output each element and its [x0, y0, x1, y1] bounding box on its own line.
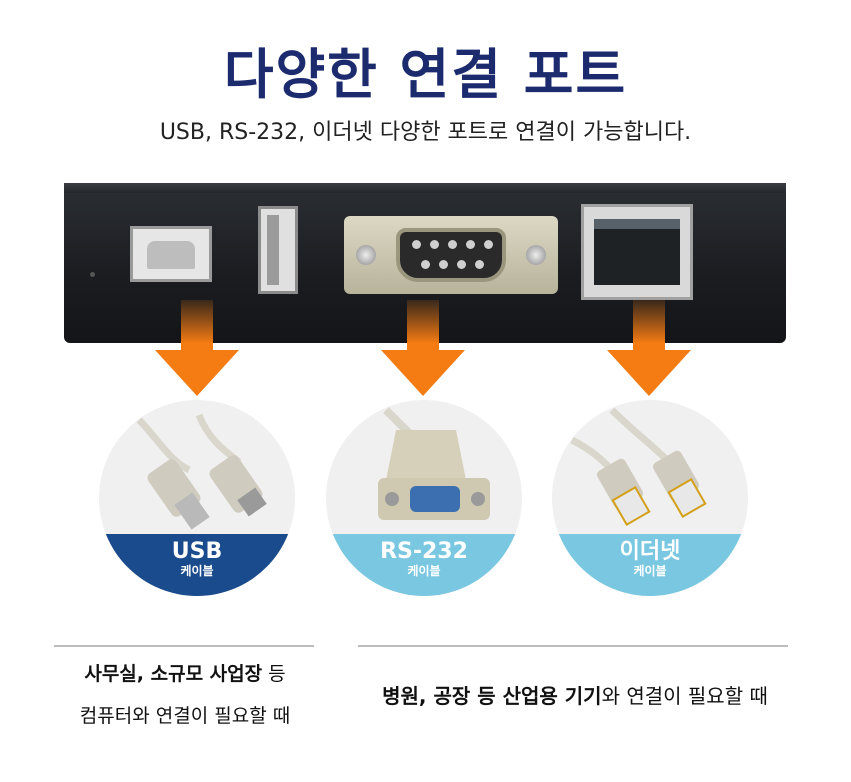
- panel-edge: [64, 183, 786, 193]
- ethernet-port: [581, 204, 693, 300]
- usb-cable-icon: [136, 413, 267, 530]
- rs232-connector: [396, 228, 506, 282]
- usb-cable-sub: 케이블: [180, 564, 214, 578]
- page-title: 다양한 연결 포트: [223, 43, 628, 106]
- rs232-cable-icon: [378, 407, 490, 520]
- rs232-screw-right: [526, 245, 546, 265]
- note-right: 병원, 공장 등 산업용 기기와 연결이 필요할 때: [350, 682, 800, 710]
- arrow-down-icon: [607, 300, 691, 396]
- note-left: 사무실, 소규모 사업장 등 컴퓨터와 연결이 필요할 때: [40, 660, 330, 730]
- rs232-screw-left: [356, 245, 376, 265]
- divider-right: [358, 645, 788, 647]
- usb-a-port: [258, 206, 298, 294]
- usb-cable-card: USB 케이블: [99, 400, 295, 596]
- ethernet-cable-name: 이더넷: [619, 539, 681, 564]
- rs232-port: [344, 216, 558, 294]
- note-right-bold: 병원, 공장 등 산업용 기기: [382, 684, 602, 708]
- ethernet-cable-icon: [570, 407, 707, 526]
- arrow-down-icon: [381, 300, 465, 396]
- rs232-cable-name: RS-232: [380, 539, 468, 564]
- ethernet-cable-card: 이더넷 케이블: [552, 400, 748, 596]
- usb-b-port: [130, 226, 212, 282]
- rs232-cable-label: RS-232 케이블: [326, 534, 522, 596]
- divider-left: [54, 645, 314, 647]
- rs232-cable-card: RS-232 케이블: [326, 400, 522, 596]
- ethernet-cable-sub: 케이블: [633, 564, 667, 578]
- note-left-bold: 사무실, 소규모 사업장: [84, 663, 263, 685]
- arrow-down-icon: [155, 300, 239, 396]
- note-left-line2: 컴퓨터와 연결이 필요할 때: [79, 705, 291, 727]
- rs232-cable-sub: 케이블: [407, 564, 441, 578]
- usb-cable-name: USB: [171, 539, 223, 564]
- page-subtitle: USB, RS-232, 이더넷 다양한 포트로 연결이 가능합니다.: [159, 120, 692, 145]
- note-left-rest: 등: [262, 663, 286, 685]
- indicator-dot: [90, 272, 95, 277]
- note-right-rest: 와 연결이 필요할 때: [601, 684, 768, 708]
- ethernet-cable-label: 이더넷 케이블: [552, 534, 748, 596]
- usb-cable-label: USB 케이블: [99, 534, 295, 596]
- note-left-line1: 사무실, 소규모 사업장 등: [40, 660, 330, 688]
